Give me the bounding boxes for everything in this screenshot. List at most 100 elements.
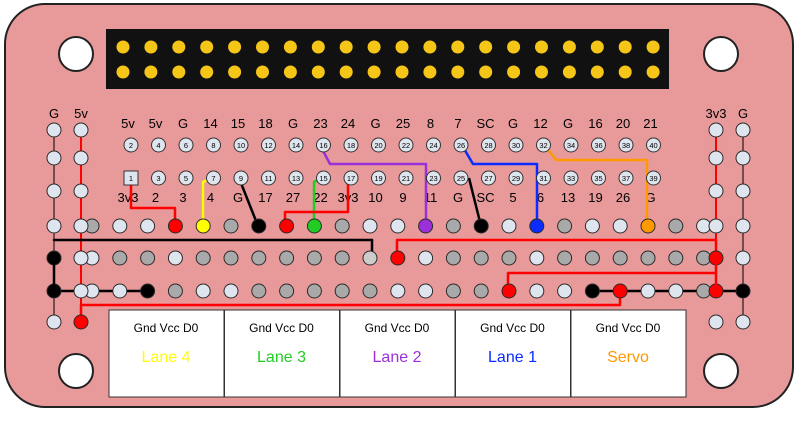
grid-hole [612, 218, 628, 234]
pin-circle-odd [563, 170, 579, 186]
rail-hole [73, 283, 89, 299]
pin-number-even: 12 [264, 141, 272, 150]
rail-hole [46, 150, 62, 166]
header-label-top: G [508, 116, 518, 131]
rail-hole [73, 314, 89, 330]
pin-circle-odd [618, 170, 634, 186]
pin-circle-odd [426, 170, 441, 186]
header-pin [172, 40, 186, 54]
header-label-bottom: 10 [368, 190, 382, 205]
pin-number-odd: 13 [292, 174, 300, 183]
pin-number-even: 26 [457, 141, 465, 150]
header-label-bottom: 22 [313, 190, 327, 205]
pin-number-odd: 15 [319, 174, 327, 183]
header-pin [144, 65, 158, 79]
pin-circle-even [123, 137, 139, 153]
pin-circle-odd [646, 170, 661, 186]
module-pins: Gnd Vcc D0 [249, 321, 314, 335]
rail-hole [735, 150, 751, 166]
header-pin [200, 65, 214, 79]
grid-hole [501, 218, 517, 234]
pin-number-even: 40 [649, 141, 657, 150]
grid-hole [640, 283, 656, 299]
grid-hole [167, 250, 183, 266]
header-label-bottom: 13 [561, 190, 575, 205]
header-label-top: G [563, 116, 573, 131]
header-pin [618, 65, 632, 79]
header-pin [535, 40, 548, 54]
header-label-bottom: G [645, 190, 655, 205]
pin-number-odd: 35 [594, 174, 602, 183]
mounting-hole [703, 353, 739, 389]
header-label-top: 16 [588, 116, 602, 131]
header-pin [646, 65, 660, 79]
mounting-holes [58, 36, 739, 389]
header-pin [590, 65, 604, 79]
mounting-hole [703, 36, 739, 72]
pin-number-even: 20 [374, 141, 382, 150]
wire-3v3 [129, 181, 177, 226]
pin-circle-even [453, 137, 469, 153]
header-pin [228, 65, 242, 79]
header-label-top: 24 [341, 116, 355, 131]
grid-hole [612, 283, 628, 299]
header-label-bottom: 26 [616, 190, 630, 205]
grid-hole [140, 250, 156, 266]
module-pins: Gnd Vcc D0 [365, 321, 430, 335]
grid-hole [167, 218, 183, 234]
grid-hole [390, 218, 406, 234]
rail-hole [46, 218, 62, 234]
grid-hole [306, 283, 322, 299]
grid-hole [390, 283, 406, 299]
module-label: Lane 1 [488, 349, 537, 366]
grid-hole [140, 283, 156, 299]
rail-label-right-3v3: 3v3 [706, 106, 727, 121]
pin-number-even: 6 [184, 141, 188, 150]
grid-hole [362, 250, 378, 266]
pin-number-odd: 3 [156, 174, 160, 183]
pin-circle-even [371, 137, 386, 153]
rail-hole [735, 218, 751, 234]
pin-circle-odd [371, 170, 386, 186]
header-pin [562, 40, 576, 54]
pin-circle-even [481, 137, 496, 153]
header-pin [479, 65, 493, 79]
header-label-bottom: 27 [286, 190, 300, 205]
header-label-top: 7 [454, 116, 461, 131]
header-label-bottom: 9 [399, 190, 406, 205]
header-label-top: 12 [533, 116, 547, 131]
gpio-header [106, 29, 669, 89]
header-pin [200, 40, 214, 54]
pin-number-odd: 17 [347, 174, 355, 183]
pin-circle-even [508, 137, 524, 153]
grid-hole [668, 218, 684, 234]
rail-hole [735, 183, 751, 199]
rail-hole [735, 314, 751, 330]
pin-circle-odd [536, 170, 551, 186]
grid-hole [251, 218, 267, 234]
grid-hole [195, 218, 211, 234]
header-label-bottom: 3 [179, 190, 186, 205]
header-label-top: 15 [231, 116, 245, 131]
wire-gnd-17 [237, 177, 260, 227]
module-pins: Gnd Vcc D0 [480, 321, 545, 335]
pin-number-odd: 25 [457, 174, 465, 183]
wires-over [52, 256, 718, 293]
pin-number-odd: 37 [622, 174, 630, 183]
pin-number-odd: 19 [374, 174, 382, 183]
pin-number-even: 10 [237, 141, 245, 150]
grid-hole [501, 250, 517, 266]
pin-number-even: 30 [512, 141, 520, 150]
wire-gnd-25 [467, 177, 483, 227]
header-label-bottom: 5 [509, 190, 516, 205]
grid-hole [640, 250, 656, 266]
header-label-top: G [288, 116, 298, 131]
module-box [455, 309, 571, 398]
grid-hole [223, 250, 239, 266]
module-label: Servo [607, 349, 649, 366]
wire-3v3-bus [395, 238, 718, 258]
